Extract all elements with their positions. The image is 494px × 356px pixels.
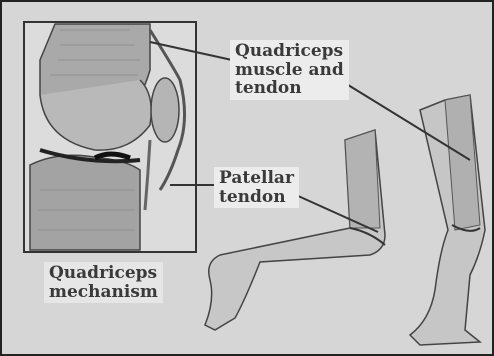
label-line: tendon <box>219 188 294 207</box>
label-quadriceps-muscle-tendon: Quadriceps muscle and tendon <box>230 40 349 100</box>
label-line: Quadriceps <box>235 42 344 61</box>
bent-leg-thigh <box>345 130 380 228</box>
label-line: tendon <box>235 79 344 98</box>
label-line: Quadriceps <box>49 264 158 283</box>
bent-leg <box>205 130 385 330</box>
label-line: Patellar <box>219 169 294 188</box>
label-line: muscle and <box>235 61 344 80</box>
tibia-shape <box>30 155 140 250</box>
label-line: mechanism <box>49 283 158 302</box>
straight-leg <box>410 95 485 345</box>
knee-inset <box>24 22 196 252</box>
label-patellar-tendon: Patellar tendon <box>214 167 299 208</box>
label-quadriceps-mechanism: Quadriceps mechanism <box>44 262 163 303</box>
patella-shape <box>151 78 179 142</box>
